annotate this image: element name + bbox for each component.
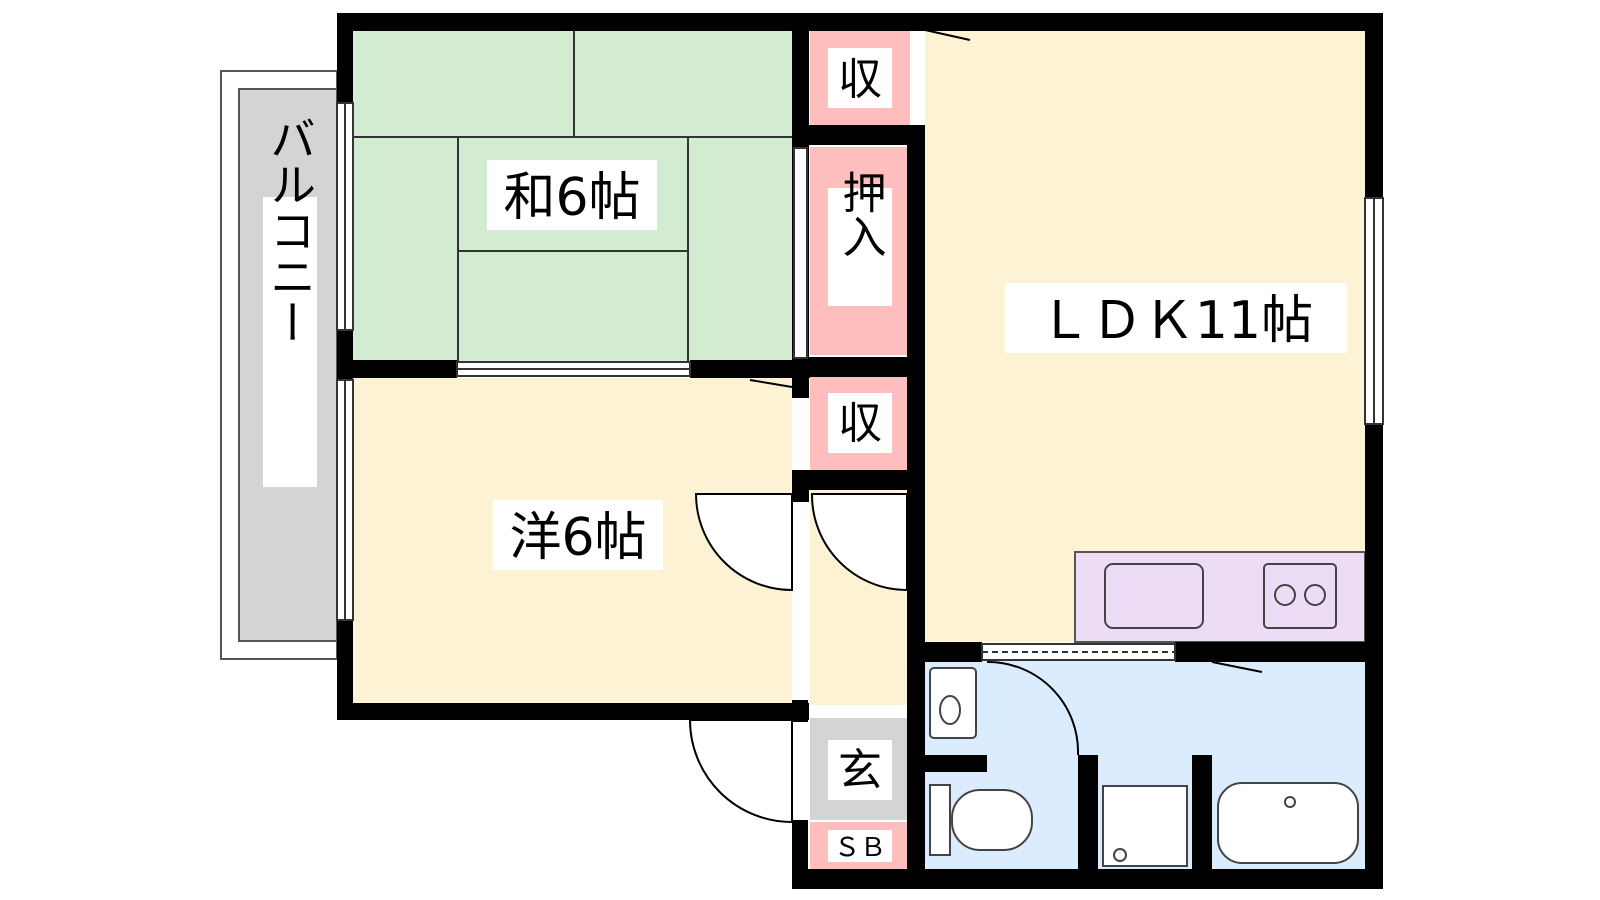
ldk-label: ＬＤＫ11帖 <box>1039 291 1313 351</box>
toilet-tank <box>929 784 951 856</box>
toilet-bowl <box>951 789 1033 851</box>
balcony-label: バルコニー <box>263 115 317 345</box>
kitchen-fixtures <box>1104 563 1337 629</box>
shoe-box-label: ＳＢ <box>834 833 886 863</box>
entrance-label: 玄 <box>838 745 882 796</box>
balcony-label-bg <box>263 197 317 487</box>
kitchen-sink <box>1104 563 1204 629</box>
bath-fixtures <box>929 667 1359 867</box>
doors <box>688 29 1263 824</box>
tatami-lines <box>352 30 792 363</box>
storage-mid-label: 収 <box>838 398 882 449</box>
washitsu-label: 和6帖 <box>503 168 640 228</box>
oshiire-label: 押入 <box>835 170 886 258</box>
yoshitsu-label: 洋6帖 <box>509 508 646 568</box>
windows <box>336 102 1384 661</box>
storage-top-label: 収 <box>838 54 882 105</box>
bathtub <box>1217 782 1359 864</box>
stove-top <box>1263 563 1337 629</box>
